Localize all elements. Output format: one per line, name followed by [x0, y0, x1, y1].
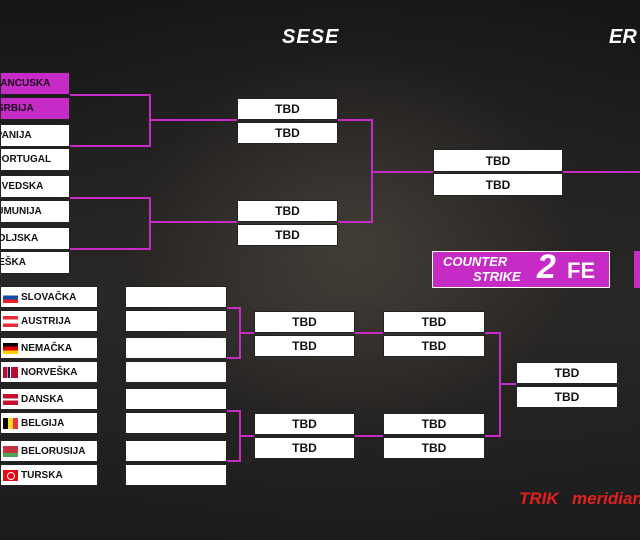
team-slot: BELORUSIJA	[0, 440, 98, 462]
team-slot: TURSKA	[0, 464, 98, 486]
match-slot: TBD	[383, 335, 485, 357]
team-slot: NEMAČKA	[0, 337, 98, 359]
meridian-logo: meridian	[572, 489, 640, 508]
match-slot	[125, 286, 227, 308]
banner-line2: STRIKE	[473, 269, 521, 284]
flag-icon	[3, 366, 18, 378]
match-slot: TBD	[254, 437, 355, 459]
team-slot: SLOVAČKA	[0, 286, 98, 308]
match-slot	[125, 361, 227, 383]
match-slot	[125, 337, 227, 359]
match-slot: TBD	[383, 311, 485, 333]
match-slot: TBD	[383, 437, 485, 459]
partner-logo: ER	[609, 26, 637, 48]
flag-icon	[3, 291, 18, 303]
banner-suffix: FE	[567, 258, 596, 283]
team-slot: RUMUNIJA	[0, 200, 70, 223]
match-slot	[125, 310, 227, 332]
match-slot	[125, 440, 227, 462]
flag-icon	[3, 417, 18, 429]
match-slot: TBD	[237, 122, 338, 144]
flag-icon	[3, 469, 18, 481]
match-slot: TBD	[516, 362, 618, 384]
match-slot: TBD	[516, 386, 618, 408]
match-slot	[125, 464, 227, 486]
match-slot: TBD	[433, 149, 563, 172]
team-slot: SRBIJA	[0, 97, 70, 120]
team-slot: ŠPANIJA	[0, 124, 70, 147]
team-slot: NORVEŠKA	[0, 361, 98, 383]
match-slot: TBD	[237, 200, 338, 222]
match-slot: TBD	[254, 413, 355, 435]
flag-icon	[3, 393, 18, 405]
sese-logo: SESE	[282, 26, 340, 48]
banner-num: 2	[537, 248, 556, 286]
banner-line1: COUNTER	[443, 254, 508, 269]
match-slot: TBD	[254, 311, 355, 333]
match-slot	[125, 412, 227, 434]
match-slot: TBD	[237, 224, 338, 246]
cs2-banner: COUNTER STRIKE 2 FE	[432, 248, 610, 288]
flag-icon	[3, 315, 18, 327]
match-slot: TBD	[433, 173, 563, 196]
team-slot: POLJSKA	[0, 227, 70, 250]
flag-icon	[3, 342, 18, 354]
trik-logo: TRIK	[519, 489, 559, 508]
flag-icon	[3, 445, 18, 457]
match-slot: TBD	[383, 413, 485, 435]
match-slot: TBD	[254, 335, 355, 357]
team-slot: BELGIJA	[0, 412, 98, 434]
match-slot	[125, 388, 227, 410]
team-slot: ČEŠKA	[0, 251, 70, 274]
team-slot: PORTUGAL	[0, 148, 70, 171]
banner-edge	[634, 251, 640, 288]
team-slot: ŠVEDSKA	[0, 175, 70, 198]
team-slot: AUSTRIJA	[0, 310, 98, 332]
team-slot: DANSKA	[0, 388, 98, 410]
match-slot: TBD	[237, 98, 338, 120]
team-slot: FRANCUSKA	[0, 72, 70, 95]
